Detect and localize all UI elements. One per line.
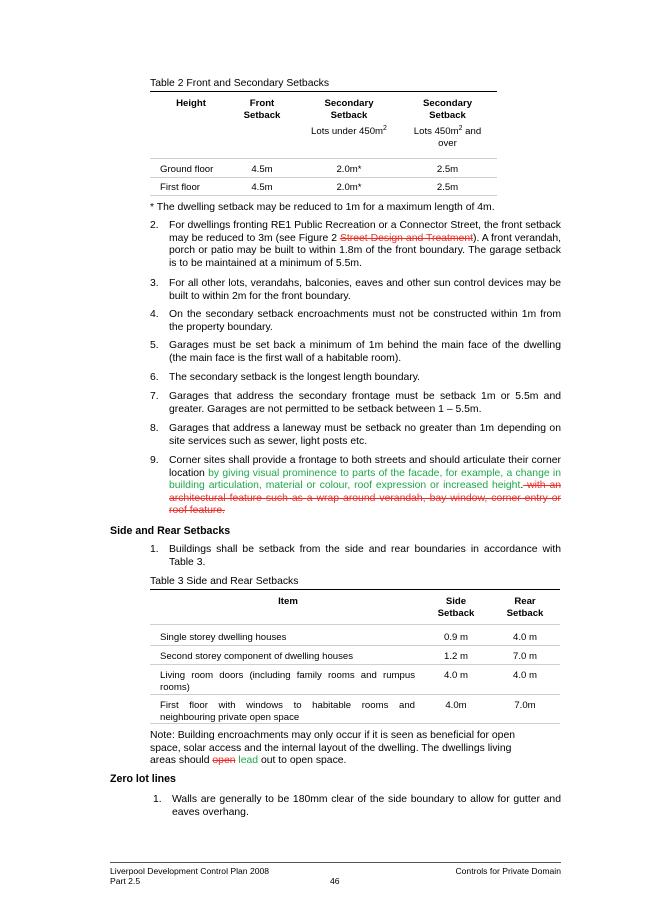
table2-header-rule (150, 158, 497, 159)
table2-header-secondary-over: Secondary Setback (422, 98, 473, 121)
table2-row1-sec-under: 2.0m* (336, 164, 362, 175)
table2-row2-front: 4.5m (251, 182, 273, 193)
deleted-text: open (212, 755, 236, 767)
table2-row2-label: First floor (160, 182, 200, 193)
table3-row2-rear: 7.0 m (513, 651, 537, 662)
table2-bottom-rule (150, 195, 497, 196)
side-rear-heading: Side and Rear Setbacks (110, 525, 231, 537)
table3-row3-side: 4.0 m (444, 670, 468, 681)
table3-caption: Table 3 Side and Rear Setbacks (150, 576, 299, 587)
table3-row1-rear: 4.0 m (513, 632, 537, 643)
footer-right: Controls for Private Domain (455, 866, 561, 876)
footer-left: Liverpool Development Control Plan 2008 … (110, 866, 270, 887)
table3-bottom-rule (150, 723, 560, 724)
inserted-text: by giving visual prominence to parts of … (169, 467, 562, 492)
table3-top-rule (150, 589, 560, 590)
list-item-7: 7. Garages that address the secondary fr… (150, 391, 561, 415)
list-item-8: 8. Garages that address a laneway must b… (150, 423, 561, 447)
list-item-3: 3. For all other lots, verandahs, balcon… (150, 278, 561, 302)
table2-row1-front: 4.5m (251, 164, 273, 175)
deleted-text: Street Design and Treatment (339, 232, 473, 244)
table3-header-item: Item (278, 596, 298, 607)
table2-top-rule (150, 91, 497, 92)
table3-row1-side: 0.9 m (444, 632, 468, 643)
page-number: 46 (330, 876, 340, 886)
table3-row2-item: Second storey component of dwelling hous… (160, 651, 354, 662)
table3-row-rule (150, 694, 560, 695)
list-item-5: 5. Garages must be set back a minimum of… (150, 340, 561, 364)
deleted-text: with an architectural feature such as a … (169, 480, 562, 517)
table3-row4-item: First floor with windows to habitable ro… (160, 700, 415, 723)
table2-header-secondary-under: Secondary Setback (324, 98, 374, 121)
table3-row3-rear: 4.0 m (513, 670, 537, 681)
list-item-4: 4. On the secondary setback encroachment… (150, 309, 561, 333)
table3-row4-rear: 7.0m (514, 700, 536, 711)
table2-row2-sec-over: 2.5m (436, 182, 459, 193)
table2-row1-sec-over: 2.5m (436, 164, 459, 175)
table2-sub-lots-under: Lots under 450m2 (311, 124, 387, 137)
note-paragraph: Note: Building encroachments may only oc… (150, 730, 516, 767)
table2-row1-label: Ground floor (160, 164, 214, 175)
table3-row3-item: Living room doors (including family room… (160, 670, 415, 693)
footer-rule (110, 862, 561, 863)
zero-lot-heading: Zero lot lines (110, 773, 176, 785)
table3-row4-side: 4.0m (445, 700, 467, 711)
table2-header-front: Front Setback (243, 98, 281, 121)
list-item-6: 6. The secondary setback is the longest … (150, 372, 421, 383)
table3-header-rule (150, 624, 560, 625)
zero-lot-item-1: 1. Walls are generally to be 180mm clear… (153, 794, 561, 818)
table2-row2-sec-under: 2.0m* (336, 182, 362, 193)
list-item-9: 9. Corner sites shall provide a frontage… (150, 455, 562, 517)
table3-header-rear: Rear Setback (506, 596, 544, 619)
table3-row2-side: 1.2 m (444, 651, 468, 662)
table3-header-side: Side Setback (437, 596, 475, 619)
table2-caption: Table 2 Front and Secondary Setbacks (150, 78, 330, 89)
table2-footnote: * The dwelling setback may be reduced to… (150, 202, 495, 213)
table3-row-rule (150, 645, 560, 646)
table2-sub-lots-over: Lots 450m2 and over (413, 124, 482, 149)
table2-row-rule (150, 177, 497, 178)
inserted-text: lead (238, 755, 259, 767)
table3-row1-item: Single storey dwelling houses (160, 632, 287, 643)
list-item-2: 2. For dwellings fronting RE1 Public Rec… (150, 220, 562, 269)
table3-row-rule (150, 664, 560, 665)
table2-header-height: Height (176, 98, 206, 109)
side-rear-item-1: 1. Buildings shall be setback from the s… (150, 544, 561, 568)
